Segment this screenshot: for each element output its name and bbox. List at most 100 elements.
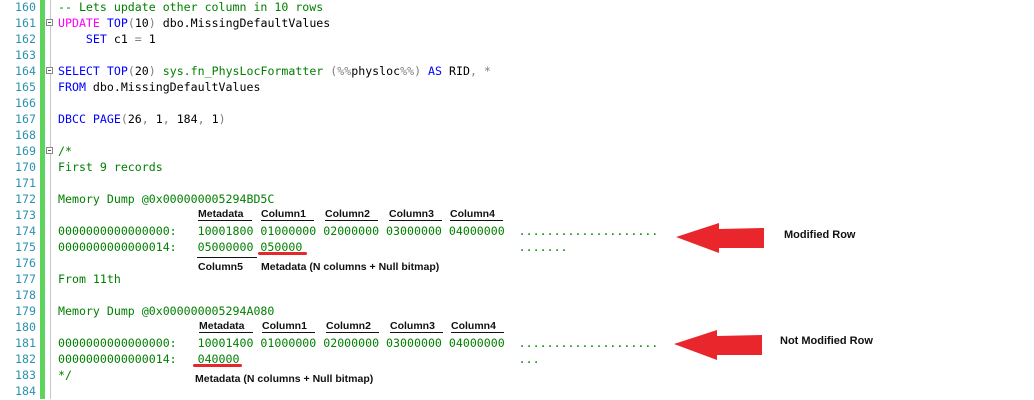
code-text: 0000000000000014: 040000 ...	[58, 351, 540, 367]
line-number: 165	[15, 80, 36, 94]
code-line[interactable]: 168	[0, 127, 1034, 143]
line-number: 178	[15, 288, 36, 302]
code-token: 10	[134, 16, 149, 30]
code-token: ,	[197, 112, 205, 126]
code-token: 1	[141, 32, 156, 46]
code-token	[421, 64, 428, 78]
code-token: First 9 records	[58, 160, 163, 174]
code-line[interactable]: 166	[0, 95, 1034, 111]
code-line[interactable]: 161 UPDATE TOP(10) dbo.MissingDefaultValu…	[0, 15, 1034, 31]
code-text: UPDATE TOP(10) dbo.MissingDefaultValues	[58, 15, 330, 31]
code-token: 0000000000000014: 040000 ...	[58, 352, 540, 366]
code-text: SET c1 = 1	[58, 31, 156, 47]
annotation-column2-header: Column2	[326, 320, 379, 333]
annotation-column2-header: Column2	[325, 208, 378, 221]
line-number: 169	[15, 144, 36, 158]
code-token: )	[218, 112, 226, 126]
code-token: (%%	[330, 64, 352, 78]
code-token: 0000000000000000: 10001400 01000000 0200…	[58, 336, 659, 350]
code-token: )	[148, 64, 156, 78]
code-line[interactable]: 171	[0, 175, 1034, 191]
code-line[interactable]: 182 0000000000000014: 040000 ...	[0, 351, 1034, 367]
code-text: Memory Dump @0x000000005294A080	[58, 303, 274, 319]
code-line[interactable]: 176	[0, 255, 1034, 271]
code-line[interactable]: 160 -- Lets update other column in 10 row…	[0, 0, 1034, 15]
line-number: 179	[15, 304, 36, 318]
code-token: TOP	[106, 16, 128, 30]
code-line[interactable]: 181 0000000000000000: 10001400 01000000 0…	[0, 335, 1034, 351]
code-token: 0000000000000014: 05000000 050000 ......…	[58, 240, 568, 254]
line-number: 182	[15, 352, 36, 366]
code-line[interactable]: 175 0000000000000014: 05000000 050000 ...…	[0, 239, 1034, 255]
code-text: 0000000000000000: 10001800 01000000 0200…	[58, 223, 658, 239]
code-text: SELECT TOP(20) sys.fn_PhysLocFormatter (…	[58, 63, 491, 79]
collapse-toggle-icon[interactable]	[46, 67, 53, 74]
code-token: *	[483, 64, 491, 78]
red-underline-metadata-1	[258, 252, 307, 255]
code-text: 0000000000000014: 05000000 050000 ......…	[58, 239, 568, 255]
line-number: 163	[15, 48, 36, 62]
code-token: physloc	[351, 64, 401, 78]
annotation-column4-header: Column4	[451, 320, 504, 333]
code-text: -- Lets update other column in 10 rows	[58, 0, 323, 15]
code-line[interactable]: 184	[0, 383, 1034, 399]
code-text: First 9 records	[58, 159, 163, 175]
line-number: 161	[15, 16, 36, 30]
code-token: dbo.MissingDefaultValues	[85, 80, 261, 94]
code-text: */	[58, 367, 72, 383]
annotation-column1-header: Column1	[261, 208, 314, 221]
line-number: 181	[15, 336, 36, 350]
code-token: 184	[169, 112, 198, 126]
code-token: SELECT	[58, 64, 100, 78]
code-token	[58, 32, 86, 46]
code-token: AS	[428, 64, 443, 78]
change-tracking-bar	[40, 0, 45, 399]
collapse-toggle-icon[interactable]	[46, 19, 53, 26]
code-token: )	[148, 16, 156, 30]
code-token: RID	[442, 64, 470, 78]
code-line[interactable]: 174 0000000000000000: 10001800 01000000 0…	[0, 223, 1034, 239]
line-number: 168	[15, 128, 36, 142]
code-line[interactable]: 183*/	[0, 367, 1034, 383]
code-line[interactable]: 178	[0, 287, 1034, 303]
line-number: 180	[15, 320, 36, 334]
code-line[interactable]: 162 SET c1 = 1	[0, 31, 1034, 47]
line-number: 170	[15, 160, 36, 174]
code-line[interactable]: 163	[0, 47, 1034, 63]
collapse-toggle-icon[interactable]	[46, 147, 53, 154]
line-number: 184	[15, 384, 36, 398]
annotation-column5: Column5	[198, 261, 243, 273]
code-token: */	[58, 368, 72, 382]
line-number: 160	[15, 0, 36, 14]
red-underline-metadata-2	[193, 364, 242, 367]
code-token: 1	[148, 112, 163, 126]
code-token: From 11th	[58, 272, 121, 286]
column5-divider	[197, 257, 257, 258]
line-number: 162	[15, 32, 36, 46]
code-line[interactable]: 180	[0, 319, 1034, 335]
code-line[interactable]: 179 Memory Dump @0x000000005294A080	[0, 303, 1034, 319]
code-line[interactable]: 173	[0, 207, 1034, 223]
line-number: 171	[15, 176, 36, 190]
annotation-column1-header: Column1	[262, 320, 315, 333]
line-number: 166	[15, 96, 36, 110]
code-token: 1	[204, 112, 219, 126]
line-number: 174	[15, 224, 36, 238]
code-line[interactable]: 169 /*	[0, 143, 1034, 159]
code-text: DBCC PAGE(26, 1, 184, 1)	[58, 111, 226, 127]
code-token: Memory Dump @0x000000005294A080	[58, 304, 275, 318]
code-token	[477, 64, 484, 78]
code-line[interactable]: 170 First 9 records	[0, 159, 1034, 175]
annotation-column3-header: Column3	[390, 320, 443, 333]
line-number: 175	[15, 240, 36, 254]
code-text: /*	[58, 143, 72, 159]
modified-row-label: Modified Row	[784, 229, 856, 241]
annotation-metadata-note-1: Metadata (N columns + Null bitmap)	[261, 261, 440, 273]
code-text: From 11th	[58, 271, 121, 287]
